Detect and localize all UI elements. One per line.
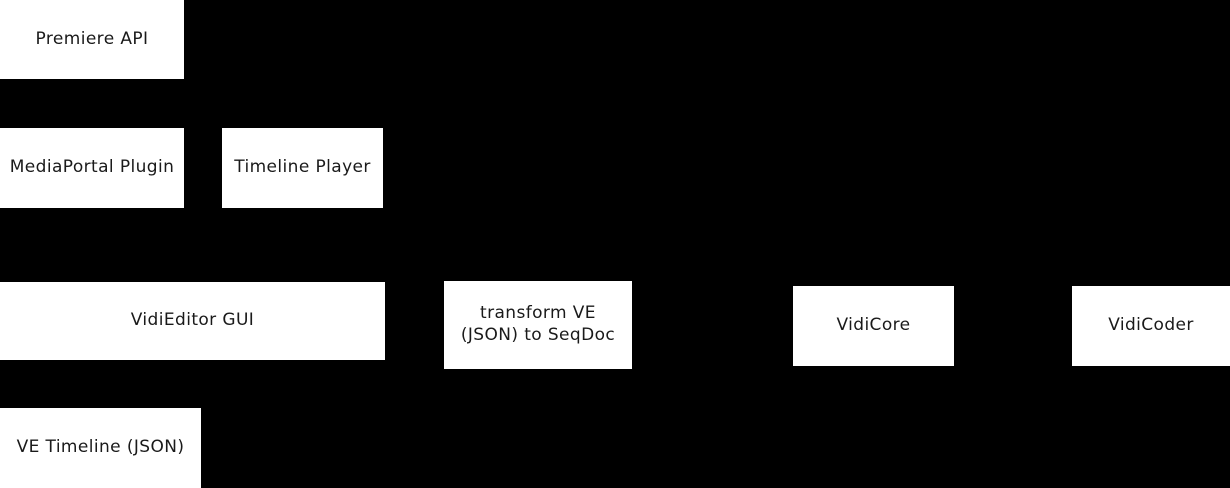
node-label: Timeline Player [234,157,371,178]
node-label: VidiCore [836,315,911,336]
diagram-node-mediaportal-plugin[interactable]: MediaPortal Plugin [0,128,184,208]
diagram-node-vidicoder[interactable]: VidiCoder [1072,286,1230,366]
node-label: VidiEditor GUI [130,310,255,331]
diagram-node-premiere-api[interactable]: Premiere API [0,0,184,79]
diagram-node-timeline-player[interactable]: Timeline Player [222,128,383,208]
diagram-node-vidieditor-gui[interactable]: VidiEditor GUI [0,282,385,360]
diagram-node-vidicore[interactable]: VidiCore [793,286,954,366]
node-label: transform VE (JSON) to SeqDoc [460,303,616,345]
node-label: MediaPortal Plugin [9,157,175,178]
node-label: VidiCoder [1108,315,1194,336]
node-label: VE Timeline (JSON) [16,437,185,458]
diagram-node-ve-timeline-json[interactable]: VE Timeline (JSON) [0,408,201,488]
node-label: Premiere API [35,28,149,49]
diagram-node-transform-ve[interactable]: transform VE (JSON) to SeqDoc [444,281,632,369]
